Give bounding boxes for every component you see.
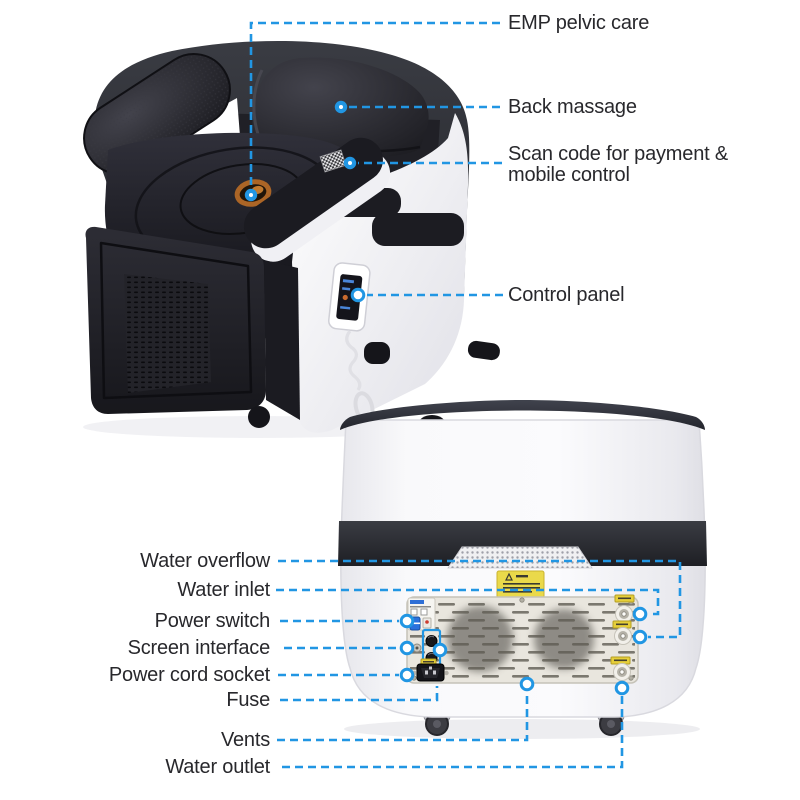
label-water-outlet: Water outlet	[165, 756, 270, 778]
callout-dot-center	[249, 193, 253, 197]
callout-line-water-inlet	[276, 588, 660, 616]
water-fittings	[610, 594, 635, 681]
chair-front-panel	[85, 226, 267, 414]
callout-ring-screen-interface	[399, 640, 415, 656]
control-panel-cable	[345, 330, 362, 391]
callout-line-fuse	[280, 686, 439, 702]
label-scan-code: Scan code for payment & mobile control	[508, 144, 728, 186]
label-power-cord-socket: Power cord socket	[108, 664, 270, 686]
callout-line-emp-pelvic-care	[249, 21, 500, 189]
label-screen-interface: Screen interface	[127, 637, 271, 659]
chair-base-wedge	[264, 260, 300, 420]
machine-floor-shadow	[344, 719, 700, 739]
callout-ring-vents	[519, 676, 535, 692]
label-water-inlet: Water inlet	[177, 579, 270, 601]
label-fuse: Fuse	[226, 689, 270, 711]
label-back-massage: Back massage	[508, 96, 637, 118]
callout-markers	[244, 100, 648, 696]
callout-ring-water-overflow	[632, 629, 648, 645]
chair-photo	[83, 40, 500, 438]
callout-dot-center	[348, 161, 352, 165]
callout-ring-control-panel	[350, 287, 366, 303]
label-emp-pelvic-care: EMP pelvic care	[508, 12, 650, 34]
warning-sticker	[496, 570, 545, 599]
control-panel-device	[328, 262, 371, 332]
callout-line-vents	[277, 691, 529, 742]
callout-lines	[249, 21, 682, 769]
machine-dark-band	[338, 521, 707, 566]
callout-line-water-overflow	[278, 559, 682, 639]
callout-ring-power-switch	[399, 613, 415, 629]
label-vents: Vents	[220, 729, 270, 751]
band-vent	[447, 546, 593, 569]
callout-line-water-outlet	[282, 695, 624, 769]
label-scan-code-line1: Scan code for payment &	[508, 143, 728, 165]
callout-ring-power-cord-socket	[399, 667, 415, 683]
callout-ring-water-outlet	[614, 680, 630, 696]
callout-dot-center	[339, 105, 343, 109]
callout-ring-water-inlet	[632, 606, 648, 622]
machine-top-rim	[340, 400, 705, 430]
power-switch	[407, 597, 436, 631]
machine-back-photo	[338, 400, 707, 739]
label-power-switch: Power switch	[154, 610, 271, 632]
control-panel-screen	[336, 274, 363, 321]
label-scan-code-line2: mobile control	[508, 164, 630, 186]
power-cord-socket-part	[412, 658, 449, 682]
label-control-panel: Control panel	[508, 284, 625, 306]
qr-code-sticker	[319, 149, 347, 173]
label-water-overflow: Water overflow	[140, 550, 270, 572]
callout-ring-screen-interface-2	[432, 642, 448, 658]
speaker-grille-texture	[124, 274, 211, 393]
